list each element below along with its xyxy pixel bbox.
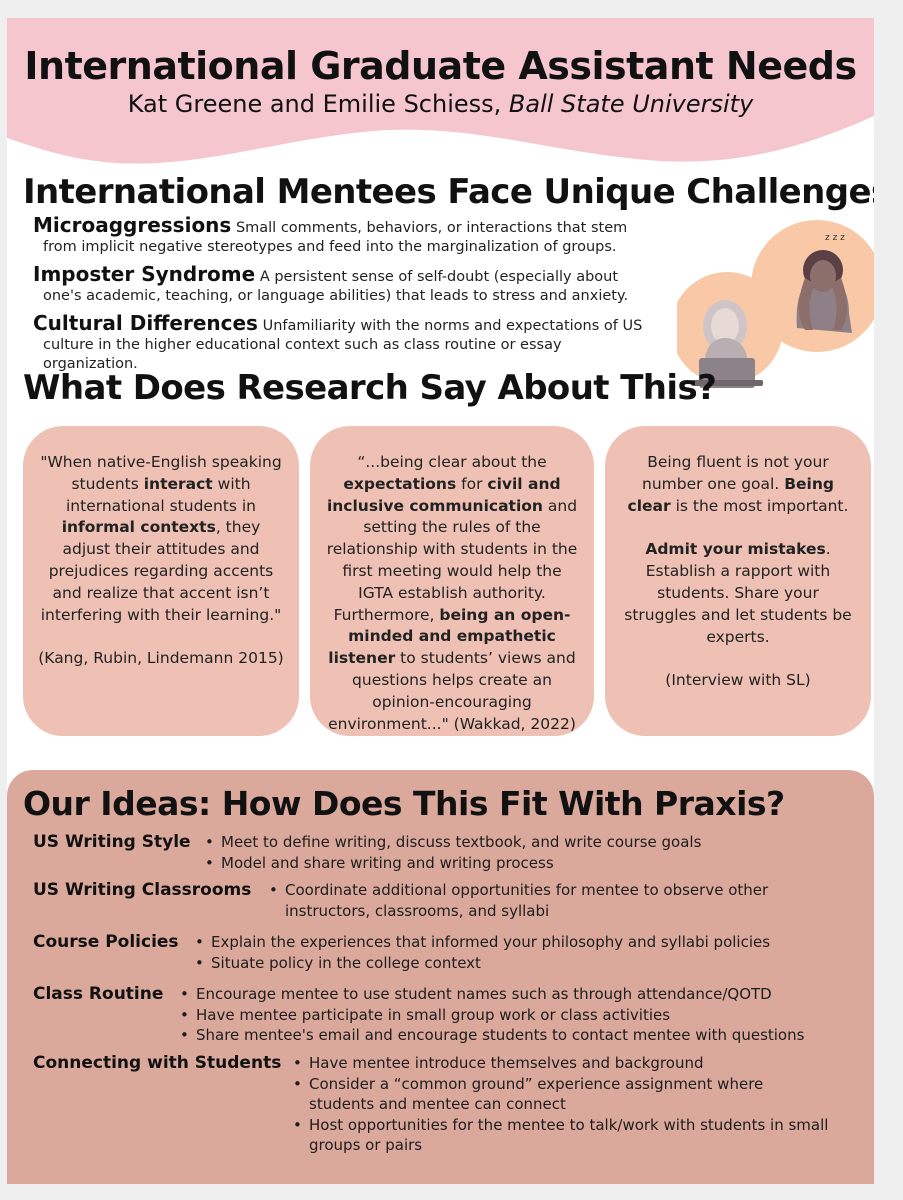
research-heading: What Does Research Say About This? <box>23 368 717 408</box>
authors-line: Kat Greene and Emilie Schiess, Ball Stat… <box>7 90 874 118</box>
svg-text:z z z: z z z <box>825 233 845 243</box>
advice-paragraph: Admit your mistakes. Establish a rapport… <box>619 539 857 648</box>
challenge-term: Cultural Differences <box>33 311 258 335</box>
idea-item: Encourage mentee to use student names su… <box>178 984 858 1005</box>
idea-item: Coordinate additional opportunities for … <box>267 880 787 921</box>
quote-text: and setting the rules of the relationshi… <box>326 496 578 624</box>
challenge-imposter-syndrome: Imposter Syndrome A persistent sense of … <box>33 262 643 306</box>
quote-text: with international students in <box>66 474 256 515</box>
page-title: International Graduate Assistant Needs <box>24 44 857 88</box>
ideas-heading: Our Ideas: How Does This Fit With Praxis… <box>23 784 785 823</box>
idea-list: Encourage mentee to use student names su… <box>178 984 858 1046</box>
challenge-desc-line1: A persistent sense of self-doubt (especi… <box>259 269 619 285</box>
challenge-desc-line1: Small comments, behaviors, or interactio… <box>235 220 628 236</box>
challenge-desc-line1: Unfamiliarity with the norms and expecta… <box>262 318 643 334</box>
challenge-illustration: z z z <box>677 220 874 388</box>
stressed-person-icon: z z z <box>796 233 852 333</box>
poster: International Graduate Assistant Needs K… <box>7 18 874 1184</box>
challenges-heading: International Mentees Face Unique Challe… <box>23 172 874 212</box>
idea-label: Course Policies <box>33 932 179 952</box>
authors-names: Kat Greene and Emilie Schiess, <box>127 90 502 118</box>
idea-item: Have mentee participate in small group w… <box>178 1005 858 1026</box>
idea-item: Host opportunities for the mentee to tal… <box>291 1115 831 1156</box>
idea-label: US Writing Classrooms <box>33 880 252 900</box>
challenge-desc-line2: culture in the higher educational contex… <box>43 337 562 372</box>
challenge-desc-line2: one's academic, teaching, or language ab… <box>43 288 629 304</box>
idea-list: Explain the experiences that informed yo… <box>193 932 853 973</box>
research-quote: “...being clear about the expectations f… <box>324 452 580 735</box>
idea-label: Connecting with Students <box>33 1053 282 1073</box>
idea-list: Coordinate additional opportunities for … <box>267 880 787 921</box>
challenge-term: Imposter Syndrome <box>33 262 256 286</box>
advice-emphasis: Being clear <box>627 474 834 515</box>
idea-label: Class Routine <box>33 984 164 1004</box>
challenge-term: Microaggressions <box>33 213 232 237</box>
idea-item: Explain the experiences that informed yo… <box>193 932 853 953</box>
university-name: Ball State University <box>508 90 754 118</box>
idea-item: Have mentee introduce themselves and bac… <box>291 1053 831 1074</box>
research-citation: (Interview with SL) <box>665 671 811 690</box>
idea-item: Share mentee's email and encourage stude… <box>178 1025 858 1046</box>
quote-text: to students’ views and questions helps c… <box>328 649 576 733</box>
quote-text: for <box>456 474 488 493</box>
quote-emphasis: civil and inclusive communication <box>326 474 561 515</box>
research-quote: "When native-English speaking students i… <box>37 452 285 626</box>
quote-emphasis: interact <box>143 474 213 493</box>
idea-item: Model and share writing and writing proc… <box>203 853 843 874</box>
idea-item: Consider a “common ground” experience as… <box>291 1074 831 1115</box>
idea-label: US Writing Style <box>33 832 191 852</box>
idea-item: Meet to define writing, discuss textbook… <box>203 832 843 853</box>
tired-laptop-person-icon <box>691 300 763 388</box>
quote-emphasis: informal contexts <box>61 518 216 537</box>
research-card-wakkad: “...being clear about the expectations f… <box>310 426 594 736</box>
idea-list: Meet to define writing, discuss textbook… <box>203 832 843 873</box>
header-wave <box>7 18 874 164</box>
advice-paragraph: Being fluent is not your number one goal… <box>619 452 857 517</box>
idea-item: Situate policy in the college context <box>193 953 853 974</box>
quote-text: , they adjust their attitudes and prejud… <box>40 518 282 624</box>
advice-emphasis: Admit your mistakes <box>645 540 826 559</box>
research-citation: (Kang, Rubin, Lindemann 2015) <box>38 649 284 668</box>
quote-text: "When native-English speaking students <box>40 453 282 493</box>
advice-text: Being fluent is not your number one goal… <box>642 453 829 493</box>
advice-text: . Establish a rapport with students. Sha… <box>624 540 852 646</box>
research-card-interview: Being fluent is not your number one goal… <box>605 426 871 736</box>
quote-text: “...being clear about the <box>357 453 547 471</box>
advice-text: is the most important. <box>670 496 849 515</box>
idea-list: Have mentee introduce themselves and bac… <box>291 1053 831 1156</box>
quote-emphasis: being an open-minded and empathetic list… <box>328 605 571 668</box>
research-card-kang: "When native-English speaking students i… <box>23 426 299 736</box>
challenge-desc-line2: from implicit negative stereotypes and f… <box>43 239 617 255</box>
challenge-cultural-differences: Cultural Differences Unfamiliarity with … <box>33 311 643 374</box>
quote-emphasis: expectations <box>343 474 457 493</box>
challenge-microaggressions: Microaggressions Small comments, behavio… <box>33 213 643 257</box>
